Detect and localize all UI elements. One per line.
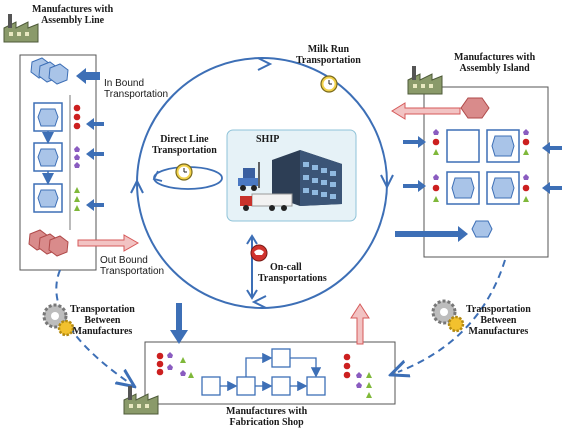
left-part-markers — [73, 104, 81, 211]
gear-icon — [431, 299, 465, 333]
island-inbound-arrows — [395, 136, 562, 242]
circle-arrow-right — [380, 174, 394, 190]
fabrication-part-markers — [156, 352, 372, 398]
circle-arrow-bottom — [251, 295, 267, 309]
clock-icon — [175, 163, 193, 181]
phone-icon — [250, 244, 268, 262]
island-output-part — [460, 97, 490, 119]
outbound-arrow — [77, 234, 140, 252]
truck-icon — [240, 193, 293, 211]
factory-icon — [3, 14, 39, 43]
fabrication-inbound-arrow — [170, 303, 188, 344]
inbound-arrows — [76, 68, 104, 211]
ship-building-icon — [272, 150, 342, 206]
outbound-parts — [28, 229, 69, 257]
circle-arrow-left — [130, 178, 144, 194]
ship-label: SHIP — [256, 134, 280, 145]
assembly-line-stations — [33, 102, 63, 213]
fabrication-box — [144, 341, 396, 405]
fabrication-flow — [201, 348, 326, 396]
island-outbound-arrow — [391, 102, 461, 120]
factory-icon — [407, 66, 443, 95]
between-manufactures-links — [55, 259, 506, 382]
inbound-parts — [30, 57, 69, 85]
gear-icon — [42, 303, 75, 337]
clock-icon — [320, 75, 338, 93]
island-part-markers — [432, 129, 530, 202]
fabrication-outbound-arrow — [350, 303, 370, 345]
circle-arrow-top — [257, 57, 273, 71]
factory-icon — [123, 386, 159, 415]
forklift-icon — [238, 162, 260, 191]
island-stations — [446, 129, 520, 238]
